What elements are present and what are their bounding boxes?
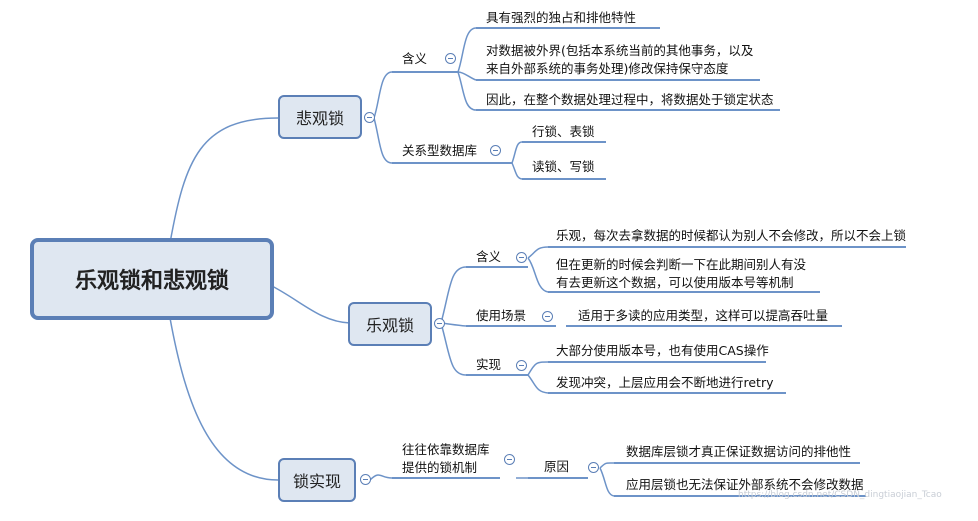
pessimistic-meaning-item-1: 具有强烈的独占和排他特性 <box>486 10 637 25</box>
relational-db-item-2: 读锁、写锁 <box>532 159 595 174</box>
pessimistic-lock-label: 悲观锁 <box>295 109 344 128</box>
optimistic-meaning-item-2: 但在更新的时候会判断一下在此期间别人有没 有去更新这个数据，可以使用版本号等机制 <box>556 257 807 290</box>
collapse-toggle-icon[interactable] <box>516 360 527 371</box>
collapse-toggle-icon[interactable] <box>360 474 371 485</box>
lock-impl-reason-item-1: 数据库层锁才真正保证数据访问的排他性 <box>626 444 852 459</box>
optimistic-scenario-item-1: 适用于多读的应用类型，这样可以提高吞吐量 <box>578 308 829 323</box>
collapse-toggle-icon[interactable] <box>434 318 445 329</box>
collapse-toggle-icon[interactable] <box>542 311 553 322</box>
pessimistic-meaning-item-2: 对数据被外界(包括本系统当前的其他事务，以及 来自外部系统的事务处理)修改保持保… <box>486 43 754 76</box>
optimistic-scenario-label: 使用场景 <box>476 308 527 323</box>
pessimistic-lock-node[interactable]: 悲观锁 <box>278 95 362 139</box>
optimistic-lock-node[interactable]: 乐观锁 <box>348 302 432 346</box>
pessimistic-meaning-item-3: 因此，在整个数据处理过程中，将数据处于锁定状态 <box>486 92 774 107</box>
collapse-toggle-icon[interactable] <box>504 454 515 465</box>
collapse-toggle-icon[interactable] <box>588 462 599 473</box>
optimistic-lock-label: 乐观锁 <box>365 316 414 335</box>
root-node[interactable]: 乐观锁和悲观锁 <box>30 238 274 320</box>
collapse-toggle-icon[interactable] <box>490 145 501 156</box>
relational-db-item-1: 行锁、表锁 <box>532 124 595 139</box>
lock-impl-reason-label: 原因 <box>544 459 570 474</box>
lock-impl-node[interactable]: 锁实现 <box>278 458 356 502</box>
optimistic-impl-item-1: 大部分使用版本号，也有使用CAS操作 <box>556 343 769 358</box>
collapse-toggle-icon[interactable] <box>516 252 527 263</box>
root-label: 乐观锁和悲观锁 <box>74 269 229 294</box>
lock-impl-reason-item-2: 应用层锁也无法保证外部系统不会修改数据 <box>626 477 864 492</box>
collapse-toggle-icon[interactable] <box>445 53 456 64</box>
lock-impl-depends-label: 往往依靠数据库 提供的锁机制 <box>402 442 490 475</box>
collapse-toggle-icon[interactable] <box>364 112 375 123</box>
optimistic-meaning-item-1: 乐观，每次去拿数据的时候都认为别人不会修改，所以不会上锁 <box>556 228 907 243</box>
optimistic-meaning-label: 含义 <box>476 249 502 264</box>
optimistic-impl-item-2: 发现冲突，上层应用会不断地进行retry <box>556 375 774 390</box>
pessimistic-meaning-label: 含义 <box>402 51 428 66</box>
optimistic-impl-label: 实现 <box>476 357 502 372</box>
lock-impl-label: 锁实现 <box>292 472 341 491</box>
relational-db-label: 关系型数据库 <box>402 143 478 158</box>
watermark: https://blog.csdn.net/CSDN_dingtiaojian_… <box>738 490 942 500</box>
